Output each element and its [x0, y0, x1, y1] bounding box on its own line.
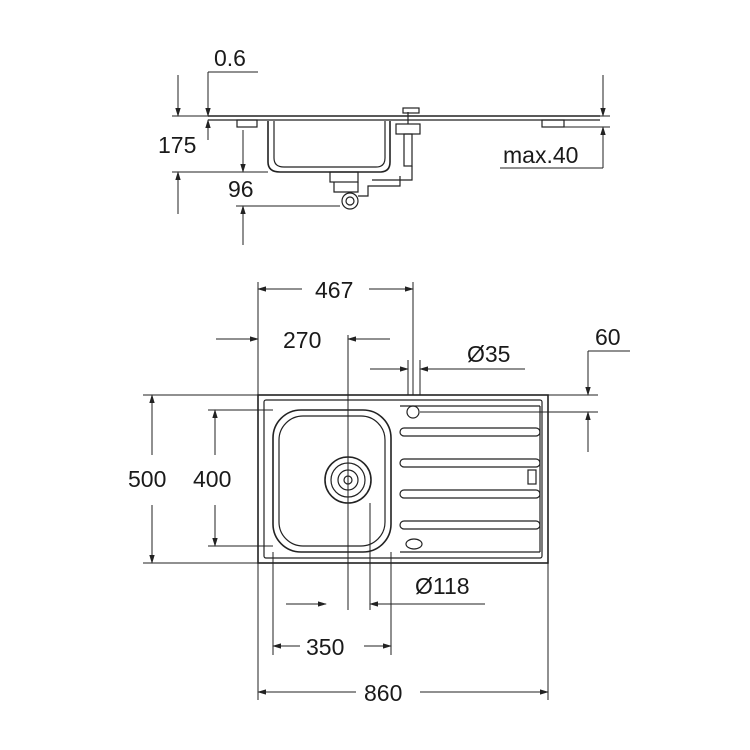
dim-bowl-depth: 400: [193, 466, 231, 492]
dim-bowl-width: 350: [306, 634, 344, 660]
dim-drain-depth: 96: [228, 176, 254, 202]
dim-thickness: 0.6: [214, 45, 246, 71]
dim-height: 175: [158, 132, 196, 158]
dim-tap-hole-diameter: Ø35: [467, 341, 510, 367]
dim-drain-offset: 270: [283, 327, 321, 353]
dim-total-depth: 500: [128, 466, 166, 492]
dim-counter-thickness: max.40: [503, 142, 578, 168]
dim-tap-hole-from-back: 60: [595, 324, 621, 350]
dim-drain-diameter: Ø118: [415, 573, 470, 599]
top-view: 467 270 Ø35 60 500 400 Ø118 350 860: [128, 277, 630, 706]
dim-tap-hole-offset: 467: [315, 277, 353, 303]
side-view: 0.6 175 96 max.40: [158, 45, 610, 245]
dim-total-width: 860: [364, 680, 402, 706]
